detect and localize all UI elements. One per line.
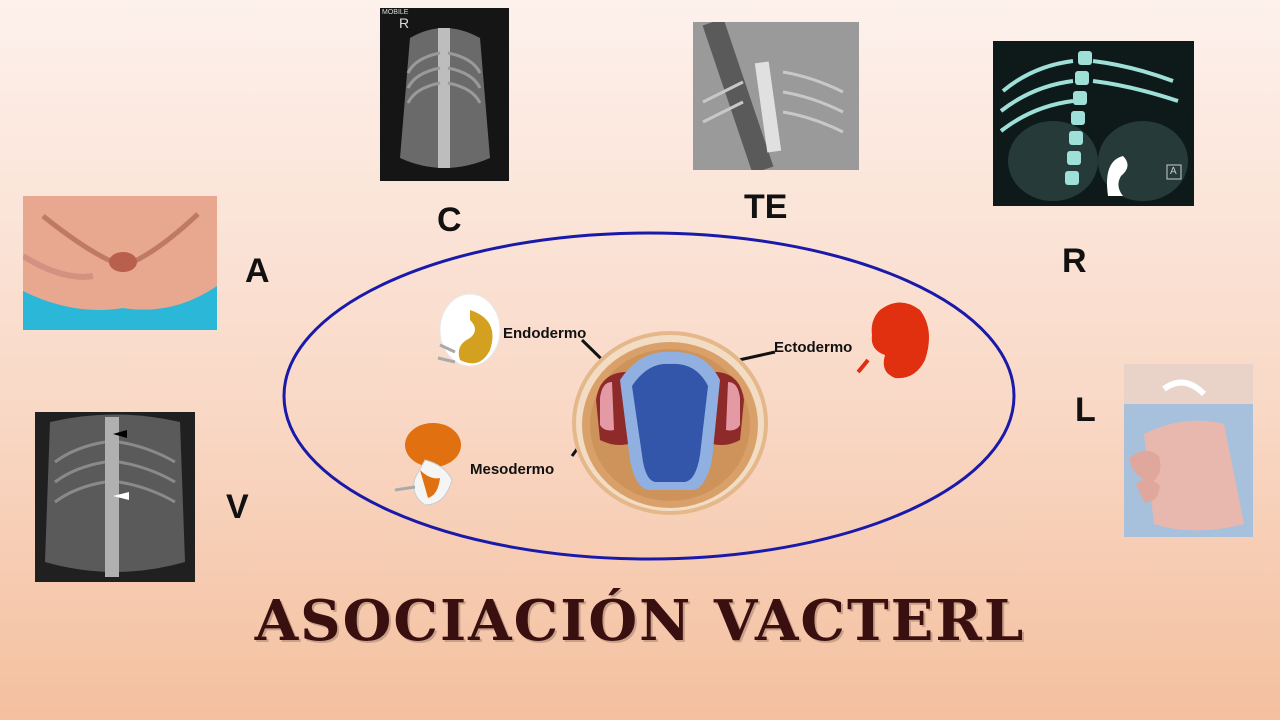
embryo-red-illustration bbox=[856, 302, 929, 379]
letter-a: A bbox=[245, 252, 270, 290]
letter-v: V bbox=[226, 488, 249, 526]
embryo-cross-section bbox=[572, 331, 768, 515]
ct-marker-label: A bbox=[1170, 166, 1177, 177]
cardiac-xray-image: MOBILE R bbox=[380, 8, 509, 181]
anal-malformation-photo bbox=[23, 196, 217, 330]
page-title: ASOCIACIÓN VACTERL bbox=[254, 588, 1026, 654]
tracheoesophageal-xray-image bbox=[693, 22, 859, 170]
letter-te: TE bbox=[744, 188, 788, 226]
ectodermo-label: Ectodermo bbox=[774, 339, 853, 356]
letter-l: L bbox=[1075, 391, 1096, 429]
xray-side-marker: R bbox=[399, 15, 410, 31]
germ-layer-ellipse bbox=[282, 231, 1016, 561]
renal-ct-image: A bbox=[993, 41, 1194, 206]
vertebral-xray-image bbox=[35, 412, 195, 582]
mesodermo-label: Mesodermo bbox=[470, 461, 555, 478]
endodermo-label: Endodermo bbox=[503, 325, 587, 342]
xray-mobile-label: MOBILE bbox=[382, 9, 409, 16]
limb-malformation-photo bbox=[1124, 364, 1253, 537]
letter-c: C bbox=[437, 201, 462, 239]
ectodermo-leader-line bbox=[738, 350, 776, 362]
letter-r: R bbox=[1062, 242, 1087, 280]
embryo-yellow-illustration bbox=[437, 293, 501, 367]
embryo-orange-illustration bbox=[394, 423, 461, 506]
